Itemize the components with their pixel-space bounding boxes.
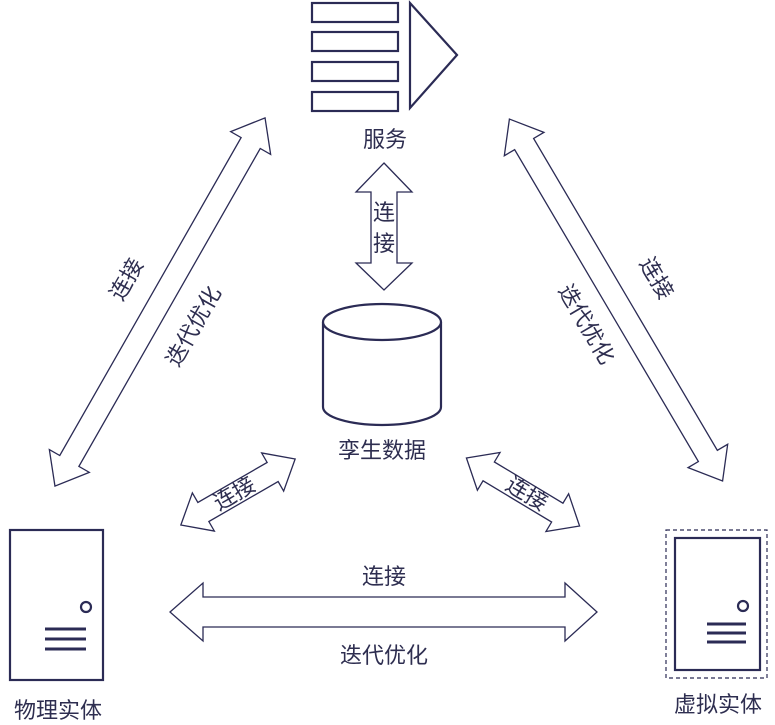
twin-data-label: 孪生数据 <box>338 439 426 464</box>
right-connect-label: 连接 <box>634 253 678 304</box>
right-diagonal-arrow <box>503 118 729 482</box>
service-data-arrow <box>354 162 414 291</box>
bottom-connect-label: 连接 <box>362 565 406 590</box>
service-data-connect-label-2: 接 <box>373 232 395 257</box>
virtual-server-icon <box>665 529 768 679</box>
data-physical-arrow <box>179 452 297 532</box>
bottom-arrow <box>169 581 598 643</box>
bottom-optimize-label: 迭代优化 <box>340 644 428 669</box>
left-connect-label: 连接 <box>106 254 150 305</box>
virtual-entity-label: 虚拟实体 <box>674 693 762 718</box>
left-diagonal-arrow <box>48 116 272 488</box>
physical-server-icon <box>8 528 105 682</box>
data-virtual-arrow <box>465 451 581 533</box>
physical-entity-label: 物理实体 <box>14 699 102 724</box>
database-icon <box>321 302 443 427</box>
service-icon <box>310 0 459 113</box>
service-label: 服务 <box>363 128 407 153</box>
service-data-connect-label-1: 连 <box>373 201 395 226</box>
